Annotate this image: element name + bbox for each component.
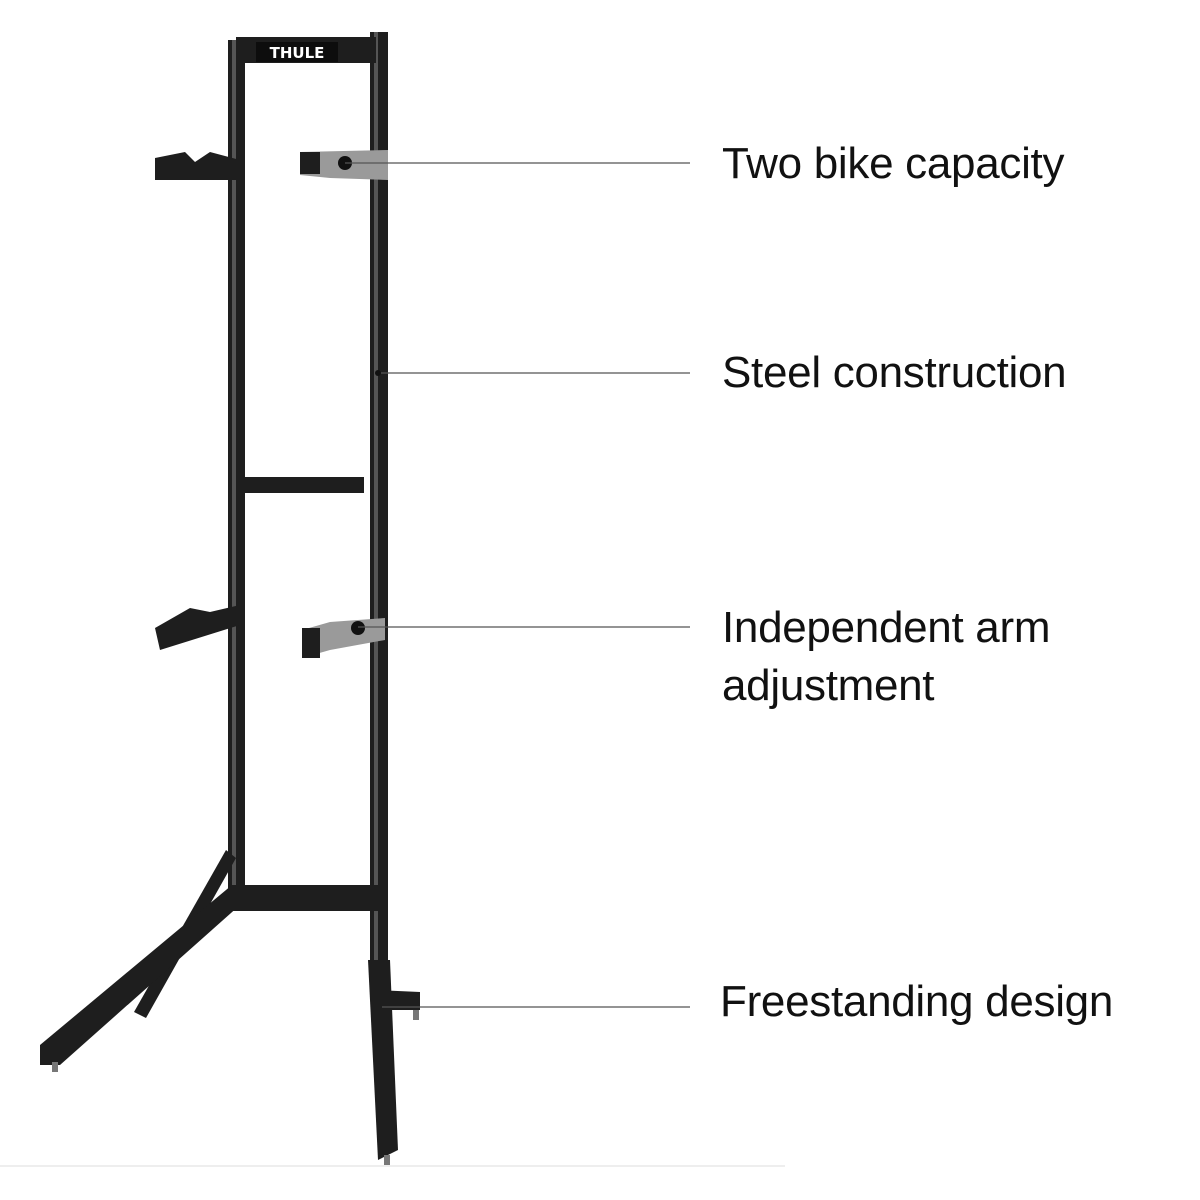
- lower-left-arm: [155, 605, 240, 650]
- stand-frame: THULE: [40, 32, 420, 1165]
- thule-logo: THULE: [270, 44, 325, 62]
- base-crossbar: [232, 885, 382, 911]
- callout-freestanding-design: Freestanding design: [720, 977, 1114, 1026]
- upper-left-arm: [155, 152, 240, 180]
- callout-independent-arm-adjustment: Independent arm adjustment: [722, 603, 1051, 710]
- callout-steel-construction: Steel construction: [722, 348, 1067, 397]
- middle-crossbar: [236, 477, 364, 493]
- callout-two-bike-capacity: Two bike capacity: [722, 139, 1065, 188]
- left-foot: [40, 885, 240, 1065]
- front-leg: [368, 960, 398, 1160]
- callout-lines: [345, 162, 690, 1008]
